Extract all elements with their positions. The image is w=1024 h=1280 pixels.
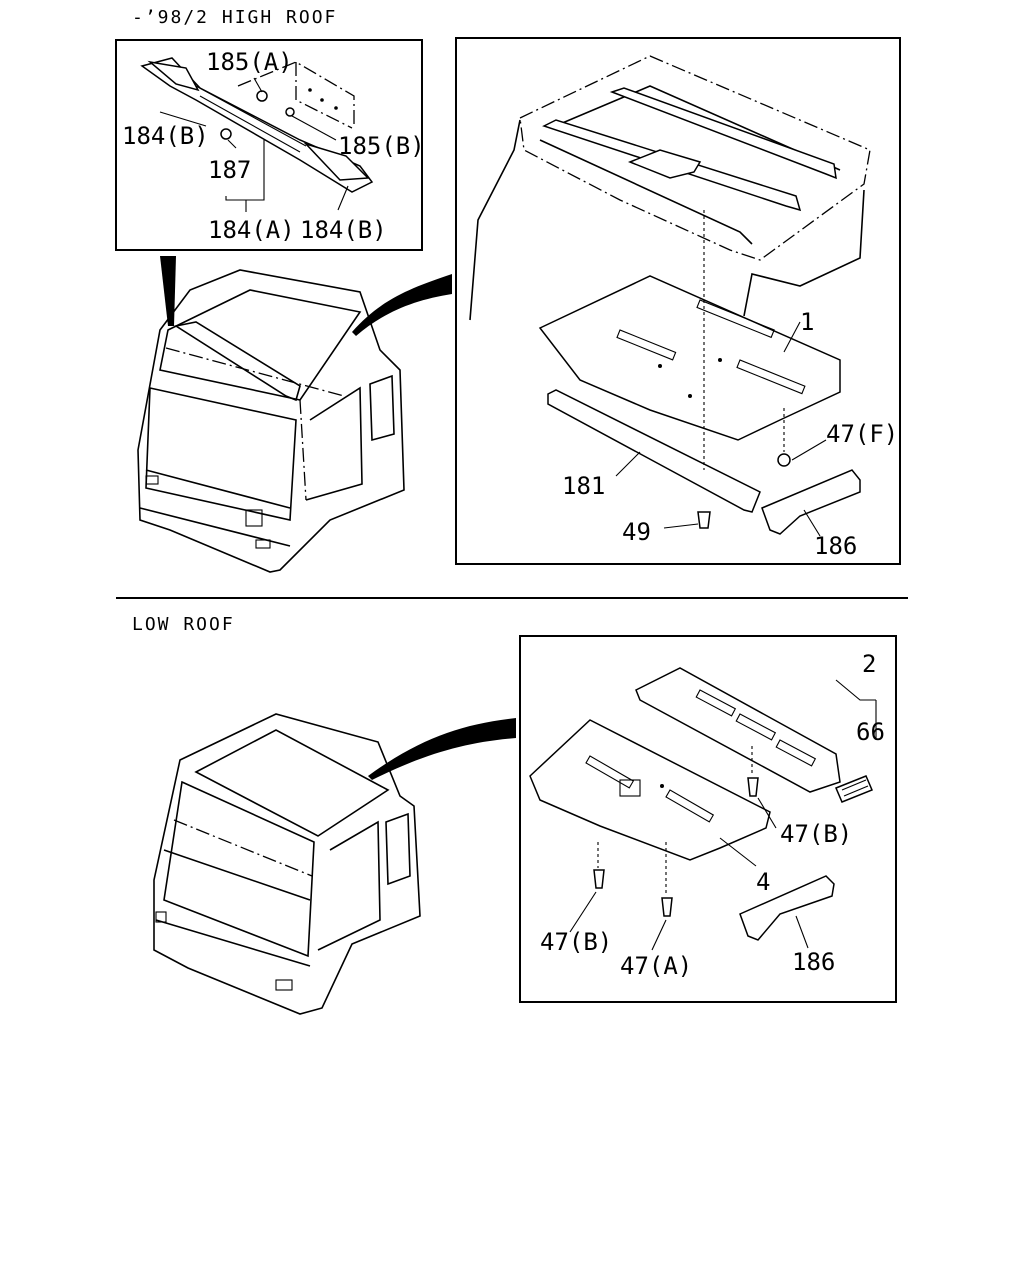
clip-185b — [285, 107, 295, 117]
pillar-trim-186 — [761, 469, 861, 535]
front-trim-181 — [547, 389, 761, 513]
headlining-panel-4 — [529, 719, 771, 861]
callout-47b-right: 47(B) — [780, 820, 852, 848]
main-frame — [455, 37, 901, 565]
pointer-arrow-inset — [160, 256, 176, 326]
callout-2: 2 — [862, 650, 876, 678]
clip-47f — [777, 453, 791, 467]
headlining-panel-1 — [538, 275, 841, 441]
low-roof-frame — [519, 635, 897, 1003]
callout-47a: 47(A) — [620, 952, 692, 980]
callout-47b-left: 47(B) — [540, 928, 612, 956]
callout-184b-top: 184(B) — [122, 122, 209, 150]
pointer-arrow-low-roof — [368, 718, 516, 780]
callout-181: 181 — [562, 472, 605, 500]
console-end-cap-right — [303, 142, 370, 181]
callout-185a: 185(A) — [206, 48, 293, 76]
screw-47b-right — [747, 777, 759, 797]
callout-47f: 47(F) — [826, 420, 898, 448]
screw-187 — [220, 128, 232, 140]
pointer-arrow-panel — [352, 274, 452, 336]
screw-47a — [661, 897, 673, 917]
callout-186-bottom: 186 — [792, 948, 835, 976]
callout-49: 49 — [622, 518, 651, 546]
truck-cab-low-roof — [153, 713, 421, 1015]
vent-grille-66 — [835, 775, 873, 803]
rear-panel-2 — [635, 667, 841, 793]
clip-185a — [256, 90, 268, 102]
high-roof-heading: -’98/2 HIGH ROOF — [132, 7, 337, 28]
roof-rail-2 — [609, 87, 837, 180]
pillar-trim-186-low — [739, 875, 835, 941]
headlining-detail: 1 47(F) 181 49 186 — [455, 37, 901, 565]
truck-cab-high-roof — [137, 269, 405, 573]
low-roof-heading: LOW ROOF — [132, 614, 235, 635]
callout-187: 187 — [208, 156, 251, 184]
low-roof-detail: 2 66 47(B) 4 47(B) 47(A) 186 — [519, 635, 897, 1003]
console-detail-inset: 185(A) 184(B) 185(B) 187 184(A) 184(B) — [115, 39, 425, 251]
callout-66: 66 — [856, 718, 885, 746]
screw-47b-left — [593, 869, 605, 889]
callout-184b-bottom: 184(B) — [300, 216, 387, 244]
bolt-49 — [697, 511, 711, 529]
callout-186-top: 186 — [814, 532, 857, 560]
callout-4: 4 — [756, 868, 770, 896]
callout-184a: 184(A) — [208, 216, 295, 244]
console-end-cap-left — [147, 60, 200, 92]
callout-185b: 185(B) — [338, 132, 425, 160]
console-mount — [627, 149, 702, 179]
callout-1: 1 — [800, 308, 814, 336]
inset-frame — [115, 39, 423, 251]
